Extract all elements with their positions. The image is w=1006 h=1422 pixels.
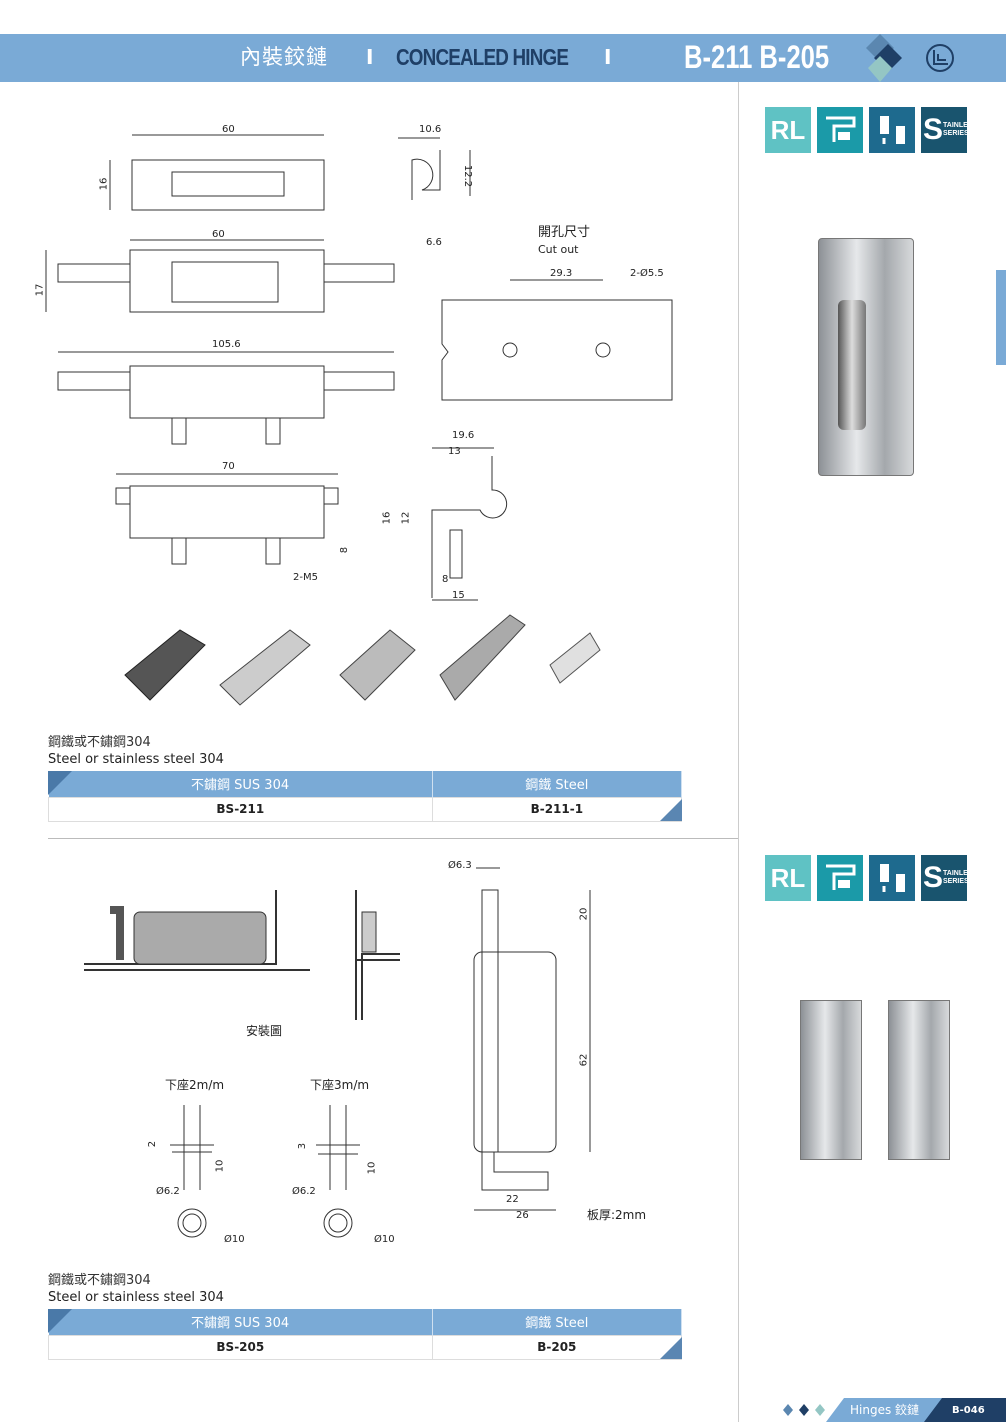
dim-label: 13 bbox=[448, 446, 461, 457]
stainless-series-badge: STAINLESSSERIES bbox=[921, 107, 967, 153]
product-photo-b211 bbox=[818, 238, 914, 476]
dim-label: 105.6 bbox=[212, 339, 241, 350]
table-cell: B-211-1 bbox=[431, 796, 683, 822]
material-label-en: Steel or stainless steel 304 bbox=[48, 1290, 224, 1305]
dim-label: 6.6 bbox=[426, 237, 442, 248]
mount-icon bbox=[817, 855, 863, 901]
side-tab bbox=[996, 270, 1006, 365]
material-label-en: Steel or stainless steel 304 bbox=[48, 752, 224, 767]
plate-thickness-label: 板厚:2mm bbox=[587, 1208, 647, 1222]
material-label-zh: 鋼鐵或不鏽鋼304 bbox=[48, 735, 151, 750]
dim-label: Ø6.2 bbox=[292, 1186, 316, 1197]
dim-label: 2-Ø5.5 bbox=[630, 268, 664, 279]
hinge-icon bbox=[869, 855, 915, 901]
badge-stainless: TAINLESS bbox=[943, 870, 967, 877]
page-number: B-046 bbox=[952, 1405, 985, 1416]
feature-badges: RL STAINLESSSERIES bbox=[765, 855, 967, 901]
feature-badges: RL STAINLESSSERIES bbox=[765, 107, 967, 153]
dim-label: Ø10 bbox=[224, 1234, 245, 1245]
dim-label: 12.2 bbox=[462, 164, 474, 188]
product-photo-b205-right bbox=[888, 1000, 950, 1160]
header-separator: I bbox=[604, 45, 612, 69]
base-2mm-label: 下座2m/m bbox=[165, 1078, 225, 1092]
table-header: 不鏽鋼 SUS 304 bbox=[48, 771, 433, 797]
page-header-bar bbox=[0, 34, 1006, 82]
table-corner-accent bbox=[660, 799, 682, 821]
table-corner-accent bbox=[48, 771, 72, 795]
product-photo-b211-barrel bbox=[838, 300, 866, 430]
hinge-icon bbox=[869, 107, 915, 153]
dim-label: 60 bbox=[212, 229, 225, 240]
dim-label: 3 bbox=[297, 1142, 309, 1150]
table-header: 鋼鐵 Steel bbox=[432, 771, 683, 797]
dim-label: 8 bbox=[442, 574, 449, 585]
install-diagram-label: 安裝圖 bbox=[246, 1024, 283, 1038]
badge-series: SERIES bbox=[943, 878, 967, 885]
table-cell: B-205 bbox=[431, 1334, 683, 1360]
section-divider bbox=[48, 838, 738, 839]
badge-s: S bbox=[923, 113, 944, 146]
dim-label: 60 bbox=[222, 124, 235, 135]
dim-label: Ø10 bbox=[374, 1234, 395, 1245]
footer-category: Hinges 鉸鏈 bbox=[850, 1403, 920, 1417]
stainless-series-badge: STAINLESSSERIES bbox=[921, 855, 967, 901]
mount-icon bbox=[817, 107, 863, 153]
dim-label: 16 bbox=[98, 177, 110, 191]
dim-label: 10 bbox=[214, 1159, 226, 1173]
dim-label: 22 bbox=[506, 1194, 519, 1205]
header-model-codes: B-211 B-205 bbox=[684, 39, 830, 75]
brand-diamond-logo-icon bbox=[866, 34, 954, 82]
cutout-title-en: Cut out bbox=[538, 243, 579, 256]
dim-label: 26 bbox=[516, 1210, 529, 1221]
cutout-title-zh: 開孔尺寸 bbox=[538, 225, 591, 240]
table-header: 鋼鐵 Steel bbox=[432, 1309, 683, 1335]
dim-label: 70 bbox=[222, 461, 235, 472]
column-divider bbox=[738, 82, 739, 1422]
table-corner-accent bbox=[660, 1337, 682, 1359]
dim-label: 2 bbox=[147, 1140, 159, 1148]
dim-label: 12 bbox=[400, 511, 412, 525]
footer-diamonds-icon bbox=[783, 1404, 825, 1416]
rl-badge: RL bbox=[765, 107, 811, 153]
material-label-zh: 鋼鐵或不鏽鋼304 bbox=[48, 1273, 151, 1288]
header-title-zh: 內裝鉸鏈 bbox=[240, 45, 328, 69]
badge-s: S bbox=[923, 861, 944, 894]
badge-series: SERIES bbox=[943, 130, 967, 137]
dim-label: 29.3 bbox=[550, 268, 573, 279]
b211-3d-renders bbox=[124, 614, 601, 706]
dim-label: 16 bbox=[381, 511, 393, 525]
dim-label: 19.6 bbox=[452, 430, 475, 441]
b205-technical-drawings bbox=[84, 867, 591, 1238]
table-corner-accent bbox=[48, 1309, 72, 1333]
dim-label: 2-M5 bbox=[293, 572, 318, 583]
dim-label: 10.6 bbox=[419, 124, 442, 135]
table-cell: BS-205 bbox=[48, 1334, 433, 1360]
header-separator: I bbox=[366, 45, 374, 69]
dim-label: 20 bbox=[578, 907, 590, 921]
header-title-en: CONCEALED HINGE bbox=[396, 44, 569, 70]
dim-label: 10 bbox=[366, 1161, 378, 1175]
dim-label: 17 bbox=[34, 283, 46, 297]
base-3mm-label: 下座3m/m bbox=[310, 1078, 370, 1092]
rl-badge: RL bbox=[765, 855, 811, 901]
table-cell: BS-211 bbox=[48, 796, 433, 822]
dim-label: 8 bbox=[339, 546, 351, 554]
badge-stainless: TAINLESS bbox=[943, 122, 967, 129]
dim-label: 15 bbox=[452, 590, 465, 601]
dim-label: 62 bbox=[578, 1053, 590, 1067]
dim-label: Ø6.2 bbox=[156, 1186, 180, 1197]
product-photo-b205-left bbox=[800, 1000, 862, 1160]
b211-technical-drawings bbox=[45, 134, 673, 601]
table-header: 不鏽鋼 SUS 304 bbox=[48, 1309, 433, 1335]
dim-label: Ø6.3 bbox=[448, 860, 472, 871]
